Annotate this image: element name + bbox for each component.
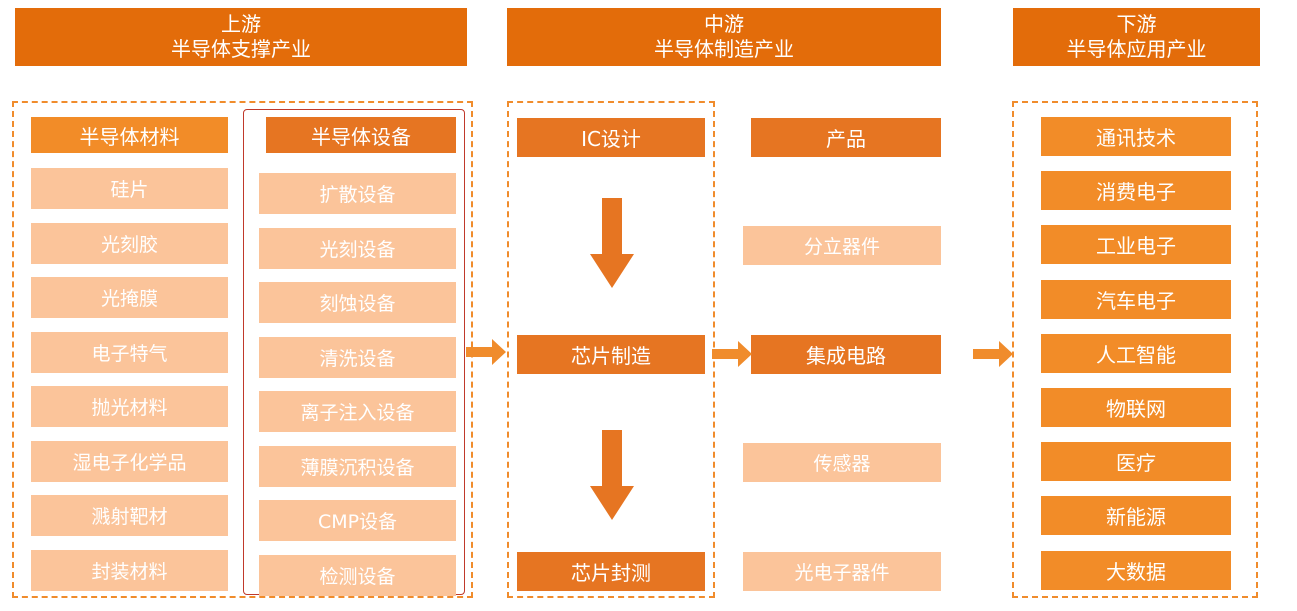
equipment-title: 半导体设备	[266, 117, 456, 153]
materials-title: 半导体材料	[31, 117, 228, 153]
chip-packaging-test-box: 芯片封测	[517, 552, 705, 591]
application-item: 通讯技术	[1041, 117, 1231, 156]
downstream-header: 下游 半导体应用产业	[1013, 8, 1260, 66]
midstream-header-line2: 半导体制造产业	[654, 37, 794, 61]
downstream-header-line1: 下游	[1116, 12, 1157, 36]
equipment-item: 光刻设备	[259, 227, 456, 269]
ic-design-box: IC设计	[517, 118, 705, 157]
right-arrow-manufacturing-to-products	[712, 341, 752, 367]
right-arrow-upstream-to-midstream	[466, 339, 506, 365]
application-item: 新能源	[1041, 496, 1231, 536]
application-item: 医疗	[1041, 442, 1231, 482]
upstream-header-line1: 上游	[221, 12, 261, 36]
down-arrow-manufacturing-to-packaging	[590, 430, 634, 520]
material-item: 电子特气	[31, 331, 228, 373]
equipment-item: 扩散设备	[259, 173, 456, 214]
equipment-item: 清洗设备	[259, 336, 456, 378]
midstream-header: 中游 半导体制造产业	[507, 8, 941, 66]
equipment-item: 离子注入设备	[259, 391, 456, 432]
optoelectronic-devices-box: 光电子器件	[743, 552, 941, 591]
upstream-header: 上游 半导体支撑产业	[15, 8, 467, 66]
equipment-item: 刻蚀设备	[259, 282, 456, 323]
downstream-group	[1012, 101, 1258, 598]
equipment-item: CMP设备	[259, 500, 456, 541]
application-item: 工业电子	[1041, 225, 1231, 265]
application-item: 物联网	[1041, 388, 1231, 427]
midstream-header-line1: 中游	[704, 12, 744, 36]
right-arrow-midstream-to-downstream	[973, 341, 1013, 367]
discrete-devices-box: 分立器件	[743, 226, 941, 265]
material-item: 封装材料	[31, 549, 228, 591]
upstream-header-line2: 半导体支撑产业	[171, 37, 311, 61]
application-item: 汽车电子	[1041, 279, 1231, 319]
products-title: 产品	[751, 118, 941, 157]
application-item: 消费电子	[1041, 171, 1231, 211]
application-item: 人工智能	[1041, 333, 1231, 373]
material-item: 溅射靶材	[31, 495, 228, 536]
material-item: 光刻胶	[31, 222, 228, 264]
equipment-item: 薄膜沉积设备	[259, 445, 456, 487]
sensors-box: 传感器	[743, 443, 941, 482]
down-arrow-design-to-manufacturing	[590, 198, 634, 288]
application-item: 大数据	[1041, 550, 1231, 590]
material-item: 抛光材料	[31, 386, 228, 427]
integrated-circuits-box: 集成电路	[751, 335, 941, 374]
downstream-header-line2: 半导体应用产业	[1066, 37, 1207, 61]
material-item: 湿电子化学品	[31, 440, 228, 482]
equipment-item: 检测设备	[259, 554, 456, 596]
material-item: 硅片	[31, 168, 228, 209]
chip-manufacturing-box: 芯片制造	[517, 335, 705, 374]
material-item: 光掩膜	[31, 277, 228, 318]
